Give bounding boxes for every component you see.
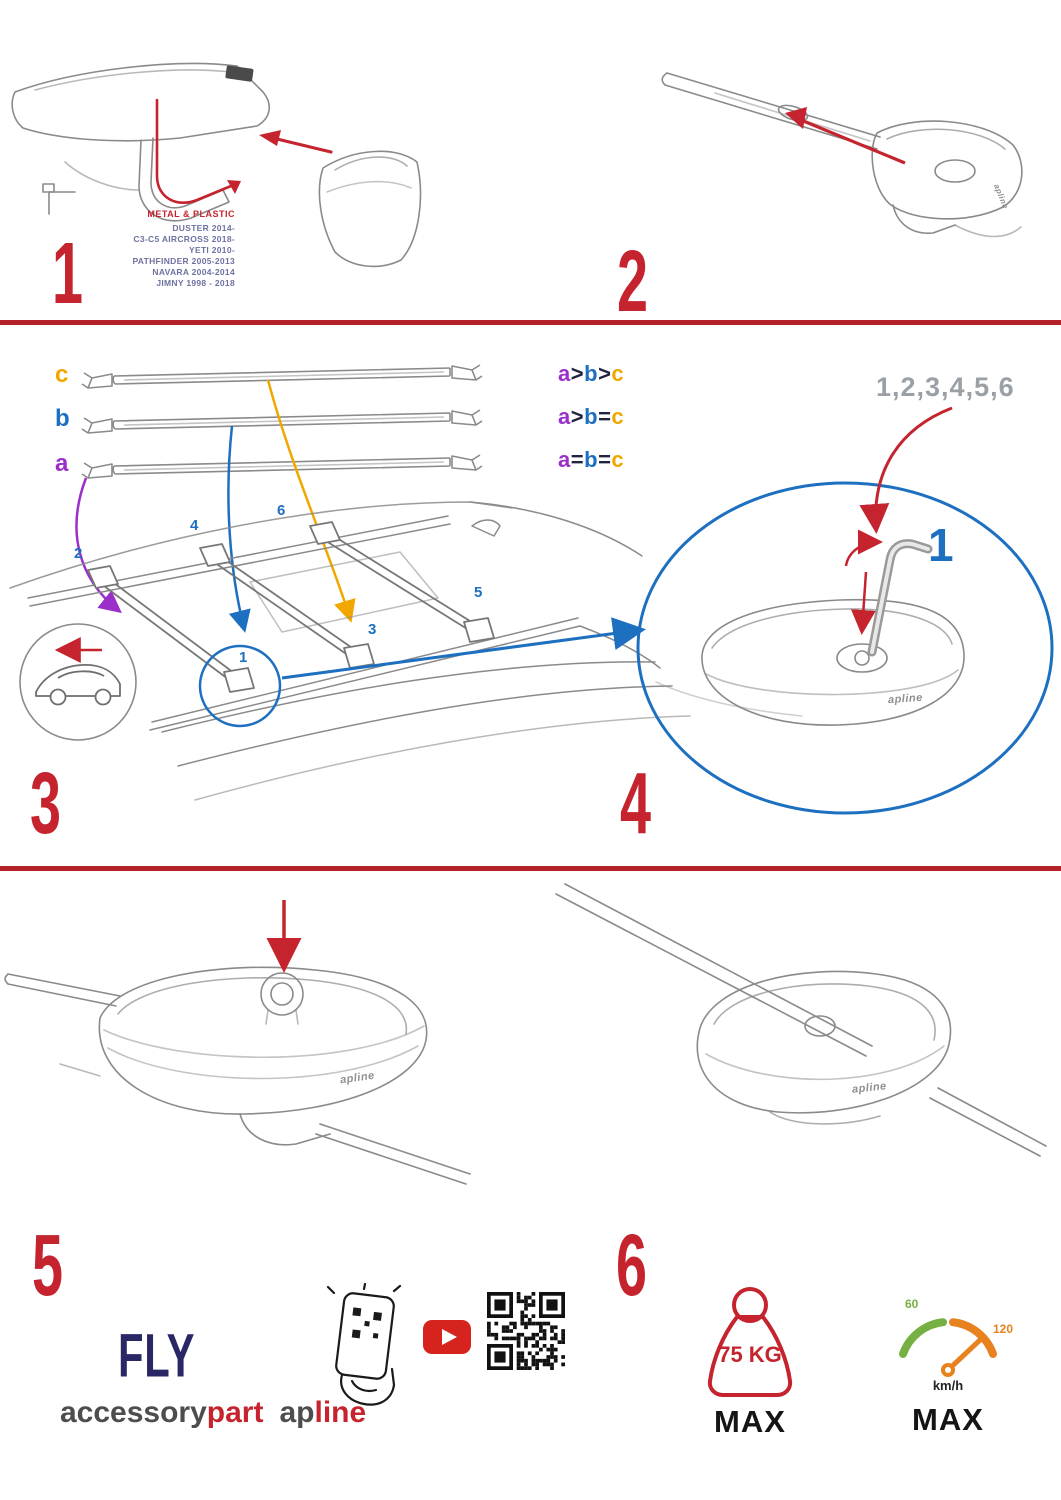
qr-code xyxy=(487,1292,565,1370)
position-1: 1 xyxy=(239,649,248,666)
product-name: FLY xyxy=(118,1321,196,1391)
tightening-sequence: 1,2,3,4,5,6 xyxy=(876,372,1015,402)
max-weight-value: 75 KG xyxy=(718,1342,782,1367)
step5-step6-illustration xyxy=(4,883,1047,1185)
legend-row-2: a>b=c xyxy=(558,404,625,429)
brand-part: part xyxy=(206,1396,264,1429)
bar-label-c: c xyxy=(55,361,69,388)
section-divider xyxy=(0,866,1061,871)
legend-row-3: a=b=c xyxy=(558,447,625,472)
vehicle-item: JIMNY 1998 - 2018 xyxy=(156,278,235,288)
step2-number: 2 xyxy=(617,232,648,331)
position-4: 4 xyxy=(190,517,199,534)
vehicle-item: C3-C5 AIRCROSS 2018- xyxy=(133,234,235,244)
phone-qr-scan-icon xyxy=(326,1283,402,1406)
legend-letter: a xyxy=(558,447,571,472)
step1-illustration xyxy=(11,62,422,268)
position-3: 3 xyxy=(368,621,377,638)
legend-row-1: a>b>c xyxy=(558,361,625,386)
brand-accessory: accessory xyxy=(60,1396,207,1429)
vehicle-item: YETI 2010- xyxy=(189,245,235,255)
vehicle-item: DUSTER 2014- xyxy=(172,223,235,233)
legend-letter: a xyxy=(558,404,571,429)
vehicle-compatibility-list: DUSTER 2014- C3-C5 AIRCROSS 2018- YETI 2… xyxy=(100,223,235,289)
step6-number: 6 xyxy=(616,1216,647,1315)
youtube-play-icon xyxy=(423,1320,471,1354)
sequence-highlight-number: 1 xyxy=(928,519,954,571)
max-weight-label: MAX xyxy=(714,1404,786,1439)
legend-letter: a xyxy=(558,361,571,386)
section-divider xyxy=(0,320,1061,325)
step3-number: 3 xyxy=(30,754,61,853)
step1-number: 1 xyxy=(52,224,83,323)
step2-illustration xyxy=(661,72,1023,238)
material-label: METAL & PLASTIC xyxy=(147,209,235,219)
position-5: 5 xyxy=(474,584,483,601)
vehicle-item: NAVARA 2004-2014 xyxy=(152,267,235,277)
bar-label-b: b xyxy=(55,405,70,432)
speedometer-icon xyxy=(899,1318,997,1377)
apline-logo-step4: apline xyxy=(887,691,924,707)
step3-step4-illustration xyxy=(9,364,1054,815)
step4-number: 4 xyxy=(620,754,651,853)
position-2: 2 xyxy=(74,545,83,562)
step5-number: 5 xyxy=(32,1216,63,1315)
speed-unit-label: km/h xyxy=(932,1378,964,1393)
speed-high-label: 120 xyxy=(993,1322,1014,1336)
position-6: 6 xyxy=(277,502,286,519)
vehicle-item: PATHFINDER 2005-2013 xyxy=(132,256,235,266)
bar-label-a: a xyxy=(55,450,69,477)
brand-ap: ap xyxy=(279,1396,315,1429)
max-speed-label: MAX xyxy=(912,1402,984,1437)
weight-limit-icon xyxy=(707,1287,793,1397)
speed-low-label: 60 xyxy=(905,1297,919,1311)
